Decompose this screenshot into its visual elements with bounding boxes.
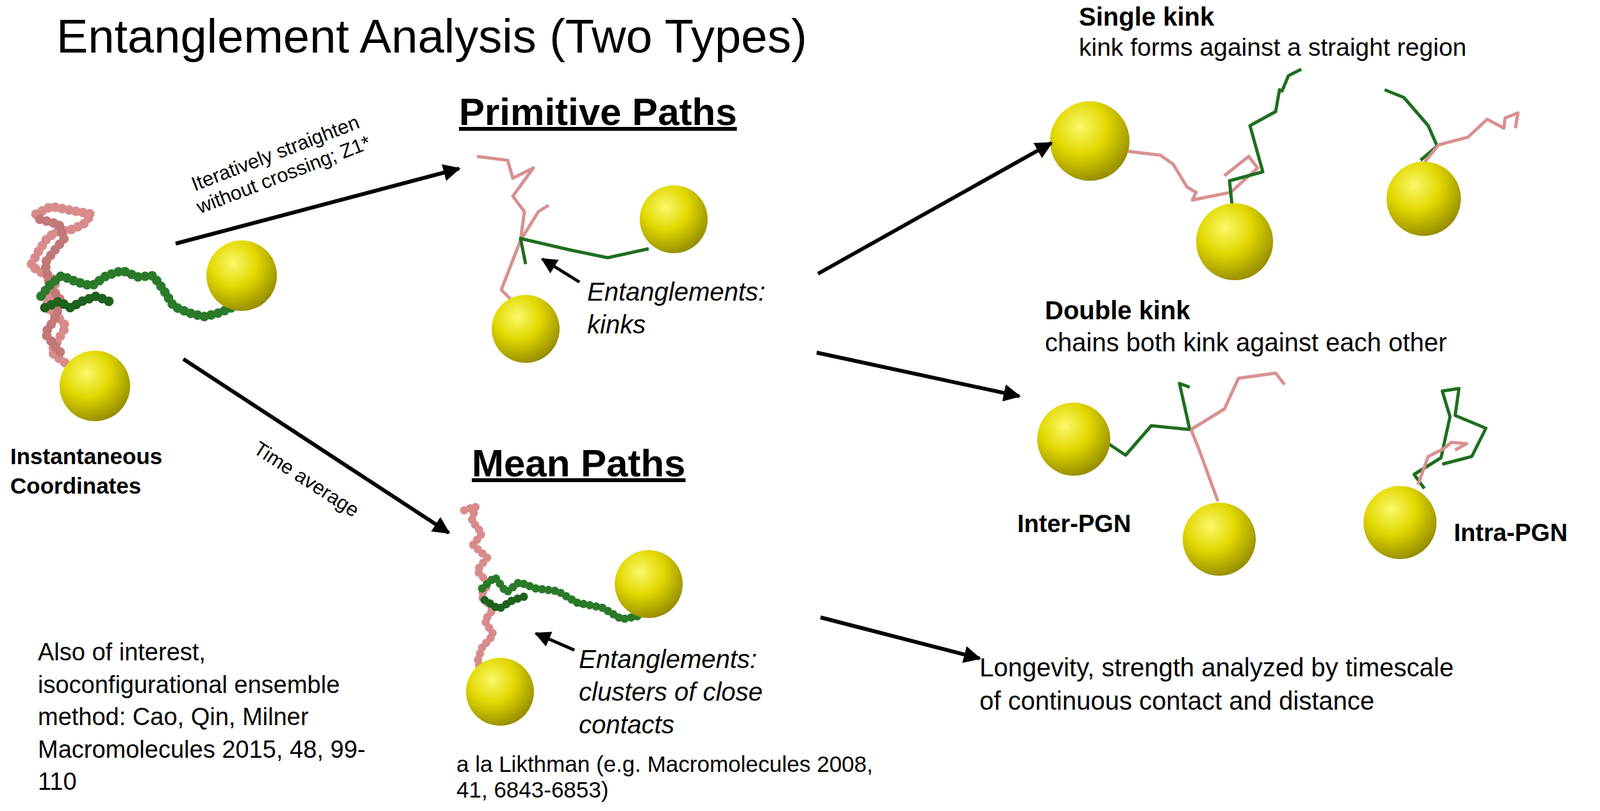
edge-label: Iteratively straighten without crossing;… xyxy=(169,103,390,225)
note-label: a la Likthman (e.g. Macromolecules 2008,… xyxy=(456,751,906,804)
node-heading: Instantaneous Coordinates xyxy=(10,441,184,500)
node-heading: Double kink xyxy=(1044,296,1191,325)
nanoparticle xyxy=(206,240,277,311)
stage-label: Instantaneous Coordinates xyxy=(10,243,184,500)
note-label: Inter-PGN xyxy=(1017,510,1131,538)
note-label: Also of interest, isoconfigurational ens… xyxy=(37,635,397,799)
nanoparticle xyxy=(1196,203,1274,281)
nanoparticle xyxy=(466,657,534,726)
node-heading: Primitive Paths xyxy=(458,89,738,134)
node-heading: Single kink xyxy=(1078,2,1215,32)
nanoparticle xyxy=(1037,402,1111,476)
flow-arrow xyxy=(183,358,449,533)
nanoparticle xyxy=(1363,485,1437,559)
single-kink-path xyxy=(1128,69,1518,206)
flow-arrow xyxy=(820,617,980,659)
title: Entanglement Analysis (Two Types) xyxy=(56,8,808,64)
double-kink-path xyxy=(1106,373,1486,502)
leader-arrow xyxy=(542,258,580,283)
node-heading: Mean Paths xyxy=(471,441,686,486)
kink-type: Single kinkkink forms against a straight… xyxy=(1051,2,1558,285)
note-label: Intra-PGN xyxy=(1453,519,1568,547)
nanoparticle xyxy=(1386,161,1461,236)
method-group: Mean PathsEntanglements: clusters of clo… xyxy=(448,441,821,756)
node-body: chains both kink against each other xyxy=(1044,328,1447,358)
nanoparticle xyxy=(639,185,708,254)
nanoparticle xyxy=(1182,502,1256,576)
nanoparticle xyxy=(59,350,131,422)
flow-arrow xyxy=(817,142,1052,274)
node-heading: Longevity, strength analyzed by timescal… xyxy=(979,650,1480,718)
flow-arrow xyxy=(816,352,1020,397)
edge-label: Time average xyxy=(230,424,383,534)
node-body: kink forms against a straight region xyxy=(1078,33,1467,62)
nanoparticle xyxy=(491,294,560,363)
nanoparticle xyxy=(1050,101,1130,181)
leader-arrow xyxy=(535,633,575,650)
bead-chain xyxy=(30,206,242,378)
nanoparticle xyxy=(614,550,683,618)
node-body: Entanglements: kinks xyxy=(587,275,799,342)
result-note: Longevity, strength analyzed by timescal… xyxy=(979,650,1486,754)
method-group: Primitive PathsEntanglements: kinks xyxy=(458,89,818,353)
node-body: Entanglements: clusters of close contact… xyxy=(578,642,817,741)
